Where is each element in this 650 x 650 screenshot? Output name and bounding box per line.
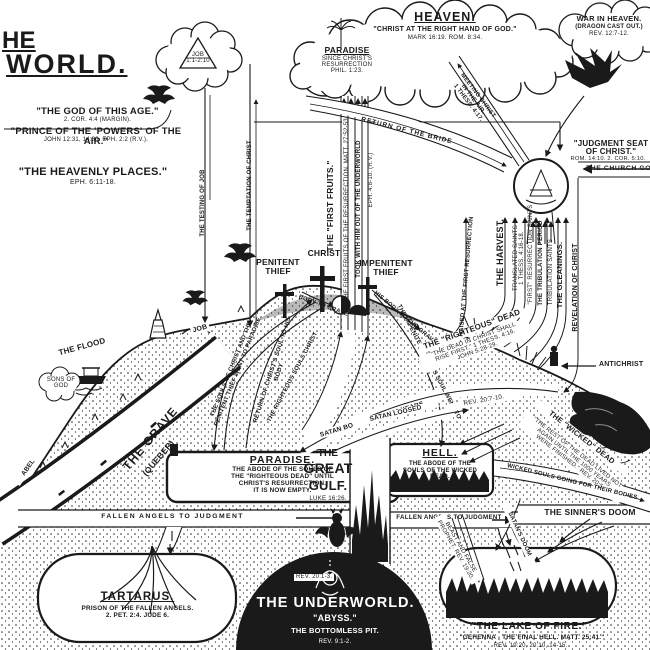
first-res-saints-label: "FIRST" RESURRECTION SAINTS (528, 204, 534, 305)
paradise-box (165, 444, 401, 504)
beast-icon (569, 391, 650, 464)
palm-icon (326, 18, 356, 48)
paradise-heaven-sub: SINCE CHRIST'S RESURRECTION PHIL. 1:23. (321, 56, 373, 74)
tower-icon (149, 307, 167, 339)
tartarus-body: PRISON OF THE FALLEN ANGELS. 2. PET. 2:4… (81, 605, 194, 620)
page-title-line2: WORLD. (6, 49, 128, 79)
prince-of-air-ref: JOHN 12:31, 14:30. EPH. 2:2 (R.V.). (43, 137, 149, 143)
great-gulf-ref: LUKE 16:26. (309, 495, 347, 502)
revelation-of-christ-label: REVELATION OF CHRIST (572, 243, 579, 332)
hell-box-title: HELL. (422, 447, 458, 459)
antichrist-figure (550, 345, 596, 370)
calvary-crosses (275, 266, 377, 318)
heavenly-places: "THE HEAVENLY PLACES." (18, 166, 168, 178)
demon-icons (143, 85, 256, 306)
underworld-abyss: "ABYSS." (313, 613, 357, 623)
god-of-this-age: "THE GOD OF THIS AGE." (36, 106, 159, 117)
lake-of-fire-sub: "GEHENNA - THE FINAL HELL. MATT. 25:41." (459, 634, 605, 641)
first-fruits-corridor (300, 96, 370, 445)
penitent-thief-label: PENITENT THIEF (256, 257, 300, 276)
war-in-heaven-title: WAR IN HEAVEN. (576, 14, 642, 23)
cross-icon (275, 284, 294, 318)
lake-of-fire-title: "THE LAKE OF FIRE." (471, 621, 588, 632)
tomb-icon (331, 295, 366, 316)
heaven-cloud (289, 0, 574, 108)
great-gulf-the: THE (317, 448, 339, 459)
hell-box (385, 423, 521, 498)
first-fruits-band-label: THE FIRST FRUITS OF THE RESURRECTION. MA… (344, 116, 350, 302)
underworld-title: THE UNDERWORLD. (256, 595, 415, 611)
judgment-seat-title: "JUDGMENT SEAT OF CHRIST." (573, 139, 649, 157)
sons-of-god-label: SONS OF GOD (46, 377, 76, 389)
fallen-angels-bands (18, 504, 650, 529)
prince-of-air: "PRINCE OF THE 'POWERS' OF THE AIR." (10, 126, 182, 148)
cross-icon (310, 266, 335, 312)
tartarus-title: TARTARUS. (100, 591, 175, 603)
paradise-box-body: THE ABODE OF THE SOULS OF THE "RIGHTEOUS… (231, 466, 334, 494)
judgment-seat-ref: ROM. 14:10. 2. COR. 5:10. (570, 156, 646, 162)
underworld-ref: REV. 9:1-2. (318, 639, 352, 645)
cross-icon (358, 277, 377, 315)
god-of-this-age-ref: 2. COR. 4:4 (MARGIN). (63, 117, 132, 123)
gleanings-label: THE GLEANINGS. (555, 241, 564, 309)
sinners-doom-label: THE SINNER'S DOOM (544, 507, 636, 517)
underworld-pit: THE BOTTOMLESS PIT. (291, 626, 379, 635)
impenitent-thief-label: IMPENITENT THIEF (359, 258, 413, 277)
ark-icon (69, 367, 106, 396)
paradise-box-title: PARADISE. (249, 454, 316, 466)
demon-icon (224, 243, 256, 262)
tribulation-period-label: THE TRIBULATION PERIOD (537, 220, 544, 306)
lake-of-fire-pool (438, 518, 618, 626)
great-gulf-great: GREAT (303, 460, 353, 476)
paradise-heaven-title: PARADISE (324, 45, 370, 55)
underworld-dome (236, 552, 432, 650)
job-cloud-ref: JOB 1:1-2:10 (186, 52, 210, 64)
great-gulf-shaft (315, 438, 391, 564)
war-cloud (558, 0, 650, 88)
harvest-label: THE HARVEST. (495, 218, 505, 287)
heavenly-places-ref: EPH. 6:11-18. (69, 179, 117, 186)
demon-icon (143, 85, 175, 104)
church-going-label: THE CHURCH GOIN (586, 165, 650, 172)
heaven-bands (305, 55, 585, 173)
translated-saints-label: TRANSLATED SAINTS 1 THESS. 4:16-18. (513, 225, 525, 291)
satan-bound-ref: REV. 20:1-3. (294, 574, 335, 581)
hell-box-body: THE ABODE OF THE SOULS OF THE WICKED DEA… (402, 461, 478, 481)
war-in-heaven-ref: REV. 12:7-12. (589, 31, 629, 37)
great-gulf-gulf: GULF. (308, 478, 348, 493)
church-going-band (578, 161, 650, 178)
heaven-title: HEAVEN. (414, 10, 476, 24)
demon-icon (182, 290, 208, 306)
page-title-line1: HE (2, 27, 36, 54)
war-in-heaven-sub: (DRAGON CAST OUT.) (575, 24, 643, 30)
temptation-of-christ-line-label: THE TEMPTATION OF CHRIST (247, 140, 253, 231)
heaven-subtitle: "CHRIST AT THE RIGHT HAND OF GOD." (373, 26, 517, 33)
heaven-ref: MARK 16:19. ROM. 8:34. (407, 34, 483, 41)
tribulation-saints-label: TRIBULATION SAINTS (548, 238, 554, 306)
dragon-icon (565, 48, 622, 88)
job-cloud (155, 21, 243, 92)
righteous-souls-upper-label: TOOK WITH HIM OUT OF THE UNDERWORLD (356, 140, 362, 278)
antichrist-label: ANTICHRIST (597, 361, 646, 369)
righteous-souls-ref: EPH. 4:8-10. (R.V.) (368, 152, 374, 208)
lake-of-fire-ref: REV. 19:20, 20:10, 14-15. (493, 643, 568, 649)
flood-scene (38, 307, 211, 402)
satan-icon (315, 508, 359, 547)
testing-of-job-line-label: THE TESTING OF JOB (200, 169, 206, 237)
christ-label: CHRIST (307, 248, 341, 258)
testing-lines (4, 64, 564, 328)
judgment-throne-icon (525, 168, 557, 205)
fallen-angels-left-label: FALLEN ANGELS TO JUDGMENT (101, 513, 244, 520)
first-fruits-label: THE "FIRST FRUITS." (325, 160, 335, 252)
judgment-seat-circle (513, 158, 569, 245)
tartarus-chamber (36, 545, 238, 644)
